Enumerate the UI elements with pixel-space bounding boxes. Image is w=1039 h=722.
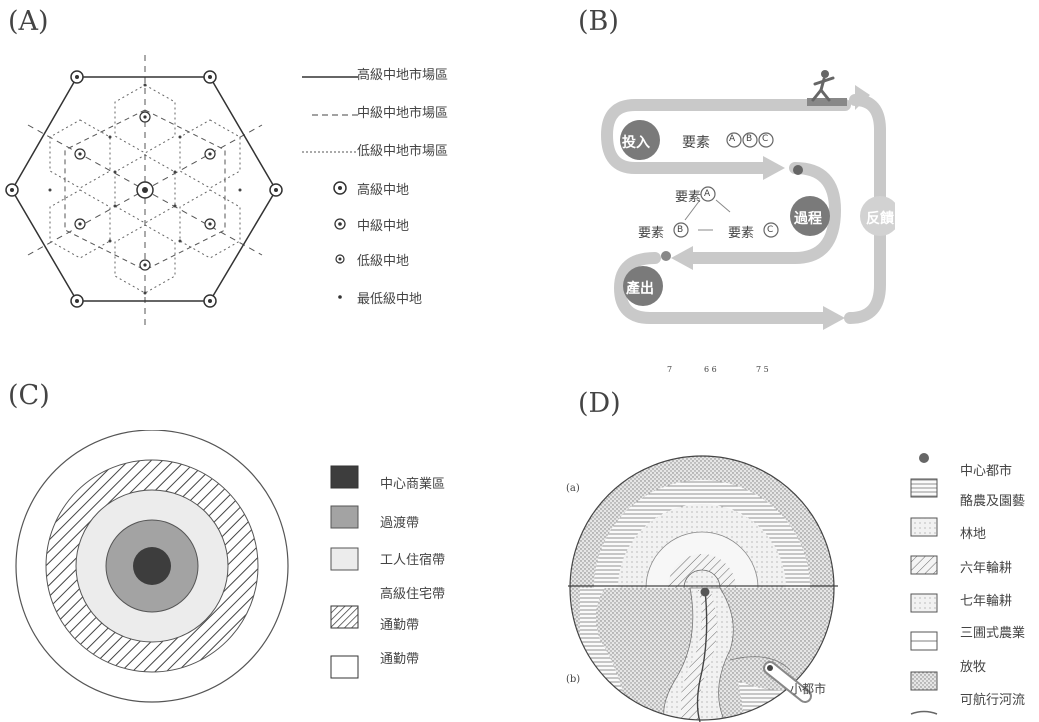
panel-b-label: (B) (578, 6, 619, 37)
legend-d-river: 可航行河流 (960, 693, 1026, 708)
panel-d-label: (D) (578, 388, 621, 419)
legend-d-grazing: 放牧 (960, 660, 987, 675)
panel-a-label: (A) (8, 6, 49, 37)
legend-c-commuter-2: 通勤帶 (380, 652, 420, 667)
legend-a-mid-market: 中級中地市場區 (357, 106, 449, 121)
page-number-2: 6 6 (704, 365, 717, 374)
central-place-hexagon-diagram (5, 55, 283, 325)
legend-c-transition: 過渡帶 (380, 516, 420, 531)
legend-a-lowest-place: 最低級中地 (357, 292, 423, 307)
legend-c-cbd: 中心商業區 (380, 477, 446, 492)
element-a-label: 要素 (675, 190, 702, 205)
input-badge: 投入 (622, 135, 650, 151)
element-b-label: 要素 (638, 226, 665, 241)
walking-figure-icon (811, 70, 835, 102)
concentric-zone-diagram (15, 430, 289, 703)
legend-d-three-field: 三圃式農業 (960, 626, 1026, 641)
element-c-2: C (767, 225, 774, 235)
legend-c-residential: 高級住宅帶 (380, 587, 446, 602)
panel-c-legend-swatches (330, 465, 359, 679)
legend-a-mid-place: 中級中地 (357, 219, 410, 234)
legend-a-high-place: 高級中地 (357, 183, 410, 198)
legend-a-low-place: 低級中地 (357, 254, 410, 269)
legend-d-dairy: 酪農及園藝 (960, 494, 1026, 509)
element-b-2: B (677, 225, 684, 235)
process-badge: 過程 (794, 211, 822, 227)
system-flow-diagram (600, 70, 895, 330)
element-b-1: B (746, 134, 753, 144)
small-city-label: 小都市 (790, 682, 827, 696)
page-number-3: 7 5 (756, 365, 769, 374)
page-number-1: 7 (667, 365, 673, 374)
elements-abc-label: 要素 (682, 135, 710, 151)
element-a-1: A (729, 134, 736, 144)
part-a-label: (a) (566, 483, 580, 494)
legend-d-six-year: 六年輪耕 (960, 561, 1013, 576)
feedback-badge: 反饋 (866, 211, 894, 227)
output-badge: 產出 (626, 281, 654, 297)
von-thunen-diagram (568, 455, 838, 722)
legend-d-seven-year: 七年輪耕 (960, 594, 1013, 609)
panel-c-label: (C) (8, 380, 50, 411)
legend-c-commuter-1: 通勤帶 (380, 618, 420, 633)
part-b-label: (b) (566, 674, 581, 685)
legend-a-low-market: 低級中地市場區 (357, 144, 449, 159)
panel-a-legend-symbols (302, 76, 358, 299)
element-c-label: 要素 (728, 226, 755, 241)
panel-d-legend-swatches (910, 453, 938, 715)
element-c-1: C (762, 134, 769, 144)
legend-d-forest: 林地 (960, 527, 987, 542)
legend-d-central-city: 中心都市 (960, 464, 1013, 479)
element-a-2: A (704, 189, 711, 199)
legend-a-high-market: 高級中地市場區 (357, 68, 449, 83)
legend-c-workers: 工人住宿帶 (380, 553, 446, 568)
